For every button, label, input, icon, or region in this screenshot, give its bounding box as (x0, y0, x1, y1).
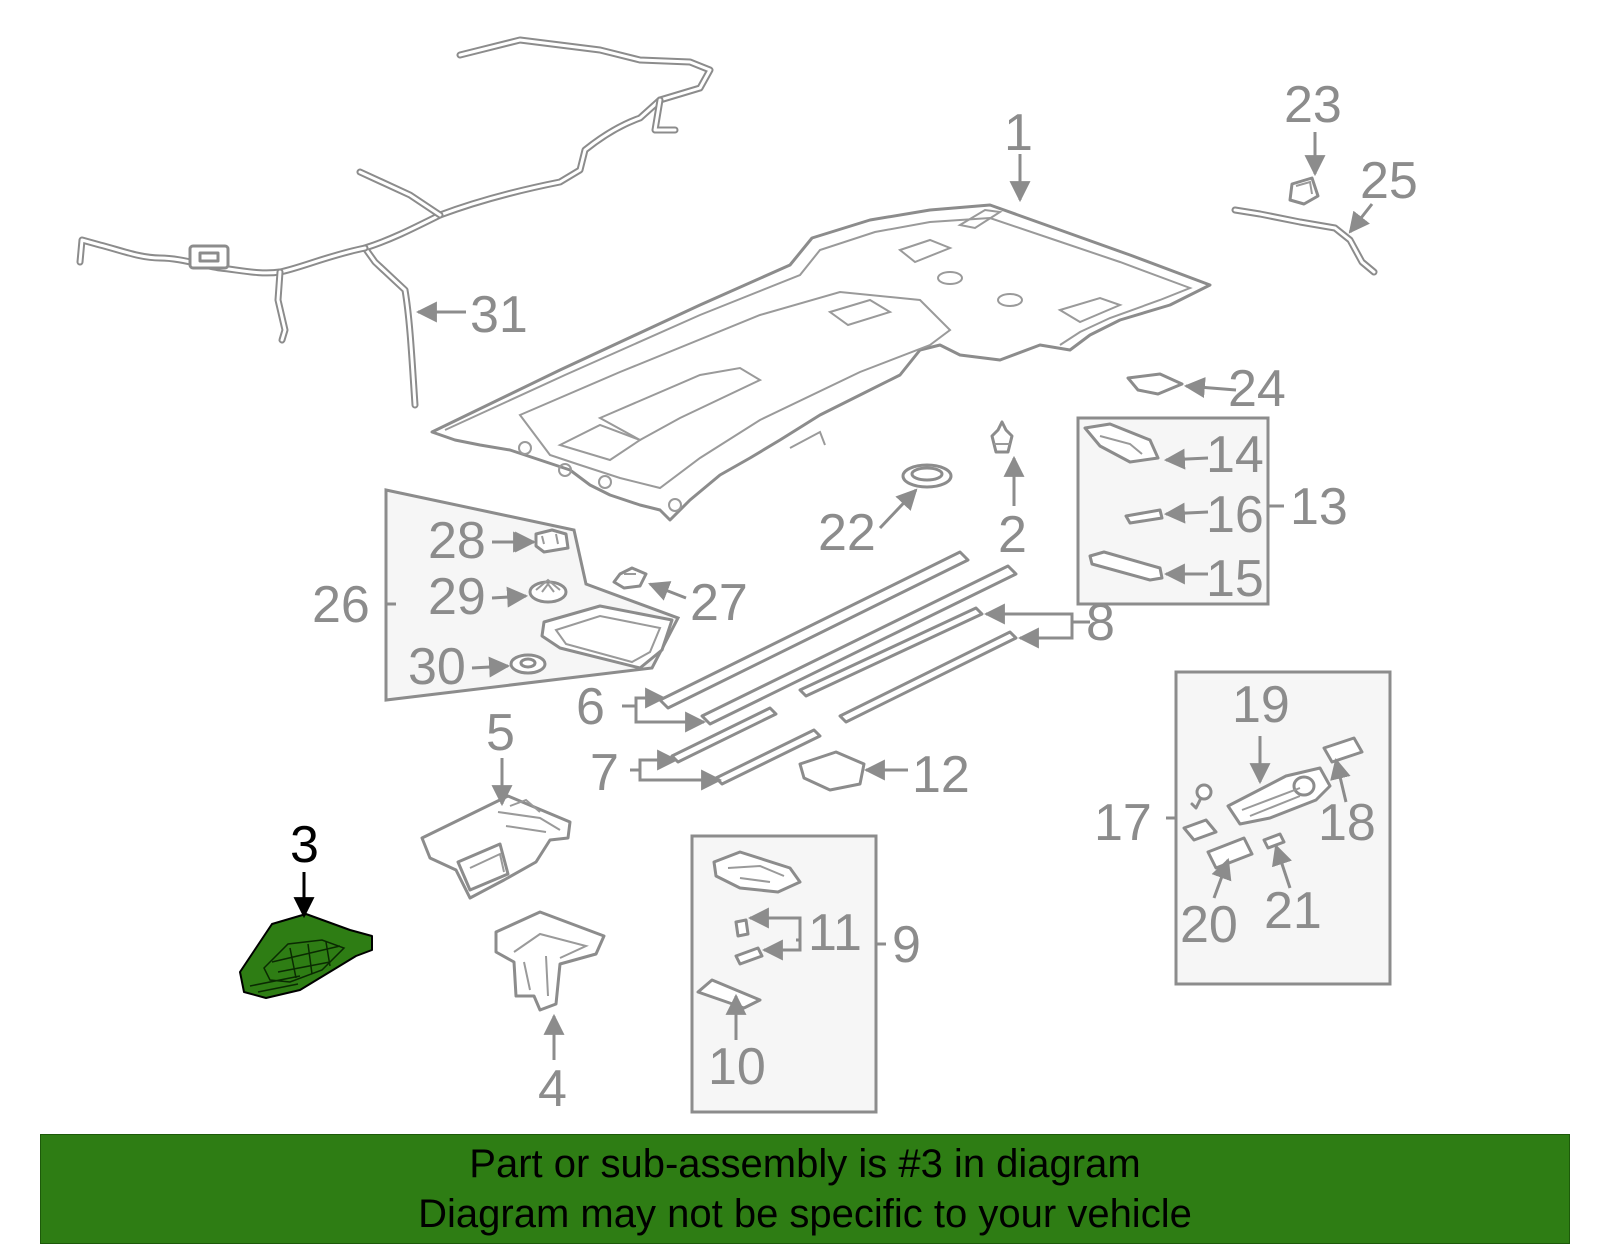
parts-diagram: 1 2 3 4 5 6 7 8 9 10 11 12 13 14 15 16 1… (76, 36, 1418, 1118)
callout-9: 9 (892, 916, 921, 974)
callout-20: 20 (1180, 896, 1238, 954)
part-19-screw[interactable] (1190, 783, 1213, 810)
banner-line-1: Part or sub-assembly is #3 in diagram (469, 1142, 1141, 1186)
callout-8: 8 (1086, 594, 1115, 652)
callout-17: 17 (1094, 794, 1152, 852)
callout-30: 30 (408, 638, 466, 696)
part-31-wiring-harness[interactable] (76, 36, 714, 409)
part-3-overhead-console[interactable] (239, 913, 373, 999)
callout-5: 5 (486, 704, 515, 762)
callout-27: 27 (690, 574, 748, 632)
callout-15: 15 (1206, 550, 1264, 608)
callout-18: 18 (1318, 794, 1376, 852)
callout-22: 22 (818, 504, 876, 562)
part-1-headliner[interactable] (430, 203, 1212, 522)
part-8-moulding[interactable] (798, 606, 1018, 724)
part-19-grab-handle[interactable] (1226, 766, 1332, 826)
callout-28: 28 (428, 512, 486, 570)
footer-banner: Part or sub-assembly is #3 in diagram Di… (40, 1134, 1570, 1244)
callout-1: 1 (1004, 104, 1033, 162)
part-11-bulb[interactable] (734, 918, 764, 966)
callout-2: 2 (998, 506, 1027, 564)
callout-23: 23 (1284, 76, 1342, 134)
leader-lines (293, 132, 1374, 1060)
part-23-clip[interactable] (1288, 176, 1320, 206)
part-4-bracket[interactable] (494, 910, 606, 1012)
part-2-fastener[interactable] (990, 420, 1014, 454)
part-14-handle[interactable] (1083, 422, 1160, 464)
part-27-clip[interactable] (612, 566, 648, 590)
callout-12: 12 (912, 746, 970, 804)
part-22-grommet[interactable] (901, 463, 953, 489)
callout-6: 6 (576, 678, 605, 736)
part-28-clip[interactable] (534, 528, 570, 554)
callout-4: 4 (538, 1060, 567, 1118)
part-18-cap[interactable] (1322, 736, 1364, 764)
part-24-pad[interactable] (1126, 372, 1184, 396)
part-26-sunshade[interactable] (540, 604, 674, 670)
callout-26: 26 (312, 576, 370, 634)
callout-13: 13 (1290, 478, 1348, 536)
callout-labels: 1 2 3 4 5 6 7 8 9 10 11 12 13 14 15 16 1… (290, 76, 1418, 1118)
part-17-cap[interactable] (1182, 818, 1218, 842)
part-30-grommet[interactable] (509, 653, 547, 675)
part-25-wire[interactable] (1231, 206, 1378, 276)
callout-31: 31 (470, 286, 528, 344)
callout-7: 7 (590, 744, 619, 802)
callout-14: 14 (1206, 426, 1264, 484)
callout-3: 3 (290, 816, 319, 874)
part-21-clip[interactable] (1262, 832, 1286, 850)
part-7-moulding[interactable] (670, 706, 822, 786)
part-12-pad[interactable] (798, 750, 866, 792)
callout-11: 11 (808, 904, 862, 962)
callout-10: 10 (708, 1038, 766, 1096)
callout-19: 19 (1232, 676, 1290, 734)
part-16-clip[interactable] (1124, 508, 1164, 525)
callout-24: 24 (1228, 360, 1286, 418)
callout-16: 16 (1206, 486, 1264, 544)
callout-29: 29 (428, 568, 486, 626)
part-5-console[interactable] (420, 794, 572, 900)
banner-line-2: Diagram may not be specific to your vehi… (418, 1192, 1192, 1236)
callout-25: 25 (1360, 152, 1418, 210)
part-15-trim[interactable] (1088, 550, 1164, 582)
part-29-fastener[interactable] (528, 578, 568, 604)
part-6-moulding[interactable] (658, 550, 1018, 726)
part-9-lamp[interactable] (712, 850, 802, 894)
callout-21: 21 (1264, 882, 1322, 940)
